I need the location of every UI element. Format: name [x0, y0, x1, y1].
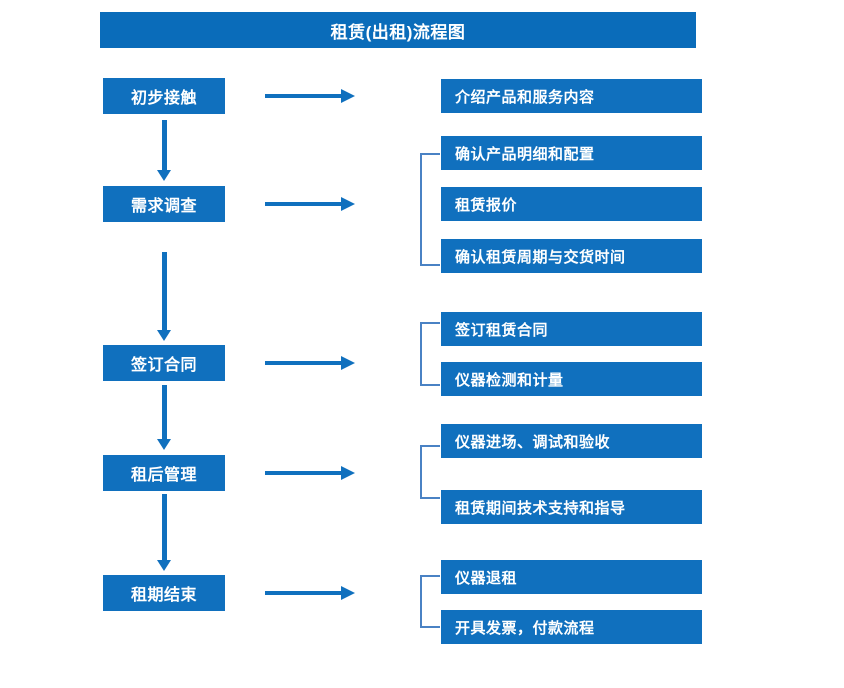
task-box-10[interactable]: 开具发票，付款流程 — [441, 610, 702, 644]
stage-label-5: 租期结束 — [130, 587, 197, 604]
down-arrow-3-head — [157, 439, 171, 450]
task-box-2[interactable]: 确认产品明细和配置 — [441, 136, 702, 170]
down-arrow-1-head — [157, 170, 171, 181]
right-arrow-2-head — [341, 197, 355, 211]
right-arrow-5-head — [341, 586, 355, 600]
down-arrow-2 — [157, 252, 171, 342]
task-label-10: 开具发票，付款流程 — [455, 619, 595, 637]
task-box-9[interactable]: 仪器退租 — [441, 560, 702, 594]
group-bracket-1 — [420, 153, 440, 266]
down-arrow-3-shaft — [162, 385, 167, 439]
task-label-4: 确认租赁周期与交货时间 — [455, 248, 626, 266]
right-arrow-5-shaft — [265, 591, 343, 595]
task-box-4[interactable]: 确认租赁周期与交货时间 — [441, 239, 702, 273]
task-label-3: 租赁报价 — [455, 196, 518, 214]
down-arrow-4 — [157, 494, 171, 572]
right-arrow-4-shaft — [265, 471, 343, 475]
right-arrow-3-shaft — [265, 361, 343, 365]
right-arrow-2-shaft — [265, 202, 343, 206]
down-arrow-3 — [157, 385, 171, 451]
stage-label-1: 初步接触 — [130, 90, 197, 107]
group-bracket-2 — [420, 322, 440, 386]
right-arrow-3-head — [341, 356, 355, 370]
down-arrow-2-shaft — [162, 252, 167, 330]
stage-box-2[interactable]: 需求调查 — [103, 186, 225, 222]
task-label-6: 仪器检测和计量 — [455, 371, 564, 389]
task-label-8: 租赁期间技术支持和指导 — [455, 499, 626, 517]
right-arrow-2 — [265, 197, 355, 211]
stage-box-5[interactable]: 租期结束 — [103, 575, 225, 611]
task-label-7: 仪器进场、调试和验收 — [455, 433, 611, 451]
right-arrow-1-head — [341, 89, 355, 103]
task-label-1: 介绍产品和服务内容 — [455, 88, 595, 106]
task-box-5[interactable]: 签订租赁合同 — [441, 312, 702, 346]
stage-label-2: 需求调查 — [130, 198, 197, 215]
task-box-6[interactable]: 仪器检测和计量 — [441, 362, 702, 396]
stage-label-4: 租后管理 — [130, 467, 197, 484]
down-arrow-4-shaft — [162, 494, 167, 560]
right-arrow-4 — [265, 466, 355, 480]
right-arrow-1-shaft — [265, 94, 343, 98]
task-label-5: 签订租赁合同 — [455, 321, 549, 339]
stage-label-3: 签订合同 — [130, 357, 197, 374]
stage-box-3[interactable]: 签订合同 — [103, 345, 225, 381]
stage-box-1[interactable]: 初步接触 — [103, 78, 225, 114]
task-box-3[interactable]: 租赁报价 — [441, 187, 702, 221]
down-arrow-2-head — [157, 330, 171, 341]
task-label-2: 确认产品明细和配置 — [455, 145, 595, 163]
down-arrow-1-shaft — [162, 120, 167, 170]
right-arrow-3 — [265, 356, 355, 370]
right-arrow-1 — [265, 89, 355, 103]
stage-box-4[interactable]: 租后管理 — [103, 455, 225, 491]
task-box-1[interactable]: 介绍产品和服务内容 — [441, 79, 702, 113]
right-arrow-4-head — [341, 466, 355, 480]
down-arrow-4-head — [157, 560, 171, 571]
group-bracket-4 — [420, 575, 440, 628]
task-box-7[interactable]: 仪器进场、调试和验收 — [441, 424, 702, 458]
right-arrow-5 — [265, 586, 355, 600]
down-arrow-1 — [157, 120, 171, 182]
chart-title-bar: 租赁(出租)流程图 — [100, 12, 696, 48]
task-label-9: 仪器退租 — [455, 569, 518, 587]
task-box-8[interactable]: 租赁期间技术支持和指导 — [441, 490, 702, 524]
group-bracket-3 — [420, 445, 440, 499]
chart-title-text: 租赁(出租)流程图 — [330, 22, 466, 42]
